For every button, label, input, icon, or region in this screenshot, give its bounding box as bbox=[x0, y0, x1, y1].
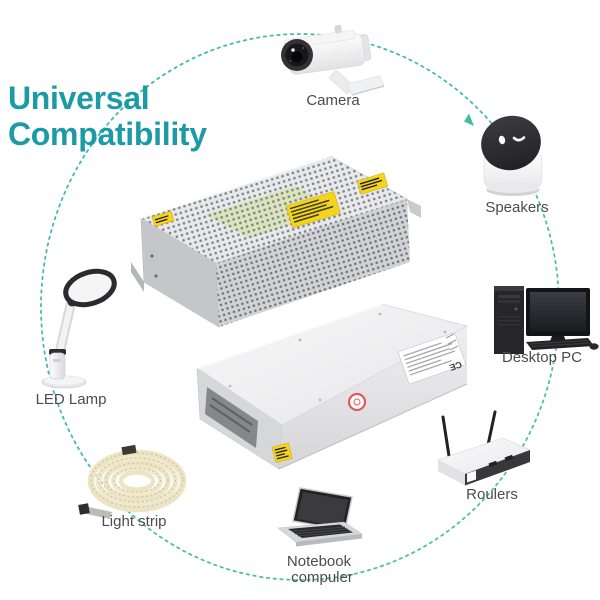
lamp-ring-icon bbox=[63, 268, 117, 308]
camera-label: Camera bbox=[306, 92, 360, 109]
spec-sticker bbox=[285, 191, 341, 229]
perforated-psu-illustration bbox=[131, 155, 421, 328]
monitor-screen bbox=[530, 292, 586, 332]
speaker-illustration bbox=[481, 115, 543, 196]
antenna-icon bbox=[486, 410, 497, 447]
notebook-label-line-2: compuler bbox=[291, 569, 353, 586]
title-line-2: Compatibility bbox=[8, 116, 207, 152]
led-lamp-illustration bbox=[41, 268, 117, 389]
warning-sticker bbox=[356, 172, 389, 195]
warning-sticker bbox=[271, 442, 293, 463]
speaker-wink-icon bbox=[512, 136, 526, 142]
notebook-label-line-1: Notebook bbox=[286, 553, 352, 570]
camera-illustration bbox=[281, 24, 385, 96]
light-strip-label: Light strip bbox=[101, 513, 167, 530]
qc-sticker bbox=[347, 392, 367, 412]
page-title: Universal Compatibility bbox=[8, 80, 207, 152]
enclosed-psu-illustration: CE bbox=[196, 303, 469, 470]
speaker-eye-icon bbox=[498, 135, 506, 145]
laptop-screen bbox=[297, 492, 348, 527]
antenna-icon bbox=[441, 415, 451, 458]
arrowhead-icon bbox=[464, 113, 474, 126]
routers-label: Roulers bbox=[466, 486, 518, 503]
title-line-1: Universal bbox=[8, 80, 150, 116]
speakers-label: Speakers bbox=[485, 199, 549, 216]
strip-connector bbox=[121, 444, 137, 456]
strip-end-connector bbox=[78, 503, 90, 515]
router-illustration bbox=[436, 410, 532, 486]
notebook-illustration bbox=[277, 487, 363, 547]
mouse bbox=[589, 343, 599, 350]
light-strip-illustration bbox=[78, 444, 187, 519]
notebook-label: Notebook compuler bbox=[264, 554, 374, 586]
desktop-pc-label: Desktop PC bbox=[501, 349, 583, 366]
speaker-face bbox=[481, 115, 541, 171]
psu-spec-label: CE bbox=[397, 332, 467, 385]
ce-mark: CE bbox=[448, 359, 463, 373]
warning-sticker bbox=[151, 210, 175, 227]
desktop-pc-illustration bbox=[494, 286, 599, 354]
led-lamp-label: LED Lamp bbox=[35, 391, 107, 408]
